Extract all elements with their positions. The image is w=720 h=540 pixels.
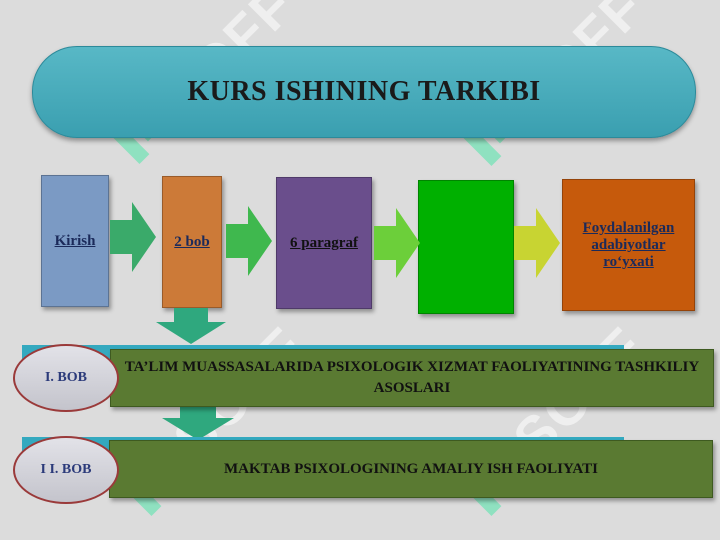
page-title: KURS ISHINING TARKIBI [187, 76, 541, 107]
step-box-2-bob: 2 bob [162, 176, 222, 308]
section-tag-2: I I. BOB [13, 436, 119, 504]
section-bar-1: TA’LIM MUASSASALARIDA PSIXOLOGIK XIZMAT … [110, 349, 714, 407]
arrow-right-icon [110, 202, 156, 272]
step-box-6-paragraf: 6 paragraf [276, 177, 372, 309]
section-title: TA’LIM MUASSASALARIDA PSIXOLOGIK XIZMAT … [124, 359, 700, 396]
arrow-down-icon [156, 308, 226, 344]
arrow-right-icon [514, 208, 560, 278]
section-title: MAKTAB PSIXOLOGINING AMALIY ISH FAOLIYAT… [224, 460, 598, 477]
step-box-blank [418, 180, 514, 314]
section-bar-2: MAKTAB PSIXOLOGINING AMALIY ISH FAOLIYAT… [109, 440, 713, 498]
step-label: 2 bob [174, 233, 210, 250]
title-banner: KURS ISHINING TARKIBI [32, 46, 696, 138]
section-tag-label: I. BOB [44, 370, 87, 385]
step-box-adabiyotlar: Foydalanilgan adabiyotlar ro‘yxati [562, 179, 695, 311]
step-label: Foydalanilgan adabiyotlar ro‘yxati [582, 219, 675, 270]
step-label: 6 paragraf [290, 234, 358, 251]
section-tag-1: I. BOB [13, 344, 119, 412]
step-box-kirish: Kirish [41, 175, 109, 307]
arrow-right-icon [226, 206, 272, 276]
step-label: Kirish [54, 232, 96, 249]
section-tag-label: I I. BOB [40, 462, 92, 477]
arrow-down-icon [162, 404, 234, 440]
arrow-right-icon [374, 208, 420, 278]
